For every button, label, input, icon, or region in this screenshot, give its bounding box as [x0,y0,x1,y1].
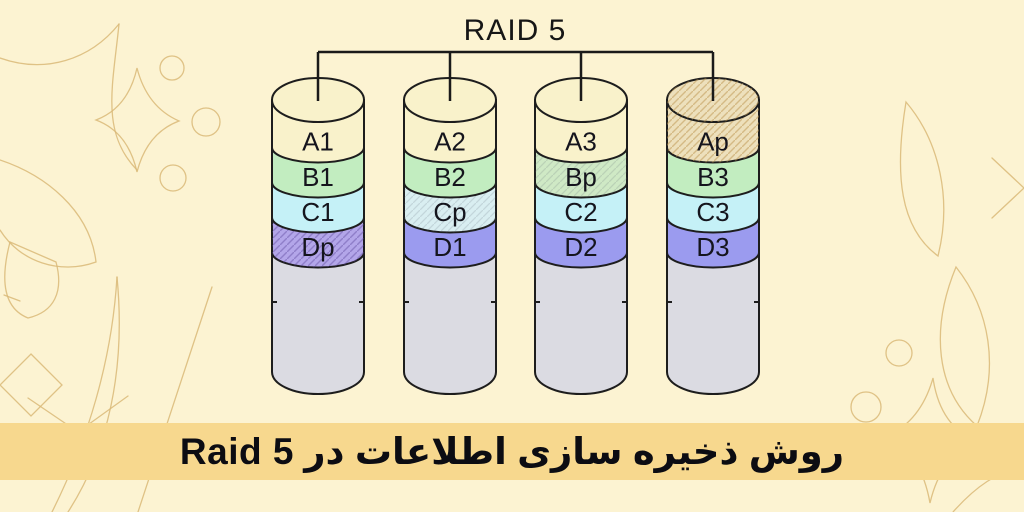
disk2-label-a2: A2 [434,127,466,157]
disk4-label-c3: C3 [696,197,729,227]
disk2-label-d1: D1 [433,232,466,262]
decor-glyph-left [4,241,60,319]
disk4-label-d3: D3 [696,232,729,262]
caption-text: روش ذخیره سازی اطلاعات در Raid 5 [179,431,845,472]
disk1-label-c1: C1 [301,197,334,227]
disk-2: A2 B2 Cp D1 [403,52,497,395]
decor-glyph-tick [3,294,21,302]
disk3-label-c2: C2 [564,197,597,227]
decor-chevron-right [991,157,1024,219]
decor-swoosh-top-left [0,23,120,66]
decor-circle [159,55,185,81]
decor-star-left [94,67,181,173]
decor-crescent-left-1 [51,276,118,512]
decor-circle [191,107,221,137]
decor-circle [159,164,187,192]
decor-curve-left-3 [137,286,213,512]
diagram-title: RAID 5 [464,14,567,47]
disk-4: Ap B3 C3 D3 [666,52,760,395]
disk2-label-b2: B2 [434,162,466,192]
decor-diamond-left [0,353,63,417]
decor-petal-left [0,159,97,268]
disk1-label-b1: B1 [302,162,334,192]
decor-crescent-right-top [899,100,945,258]
disk4-label-b3: B3 [697,162,729,192]
disk1-label-dp: Dp [301,232,334,262]
disk-1: A1 B1 C1 Dp [271,52,365,395]
disk4-label-ap: Ap [697,127,729,157]
decor-crescent-left-2 [67,276,120,512]
caption-band [0,423,1024,480]
disk3-label-d2: D2 [564,232,597,262]
disk-3: A3 Bp C2 D2 [534,52,628,395]
decor-crescent-right-bottom [939,265,991,428]
disk2-label-cp: Cp [433,197,466,227]
disk3-label-a3: A3 [565,127,597,157]
decor-swoosh-top-left-2 [111,23,138,171]
decor-circle [885,339,913,367]
disk1-label-a1: A1 [302,127,334,157]
decor-circle [850,391,882,423]
disk3-label-bp: Bp [565,162,597,192]
